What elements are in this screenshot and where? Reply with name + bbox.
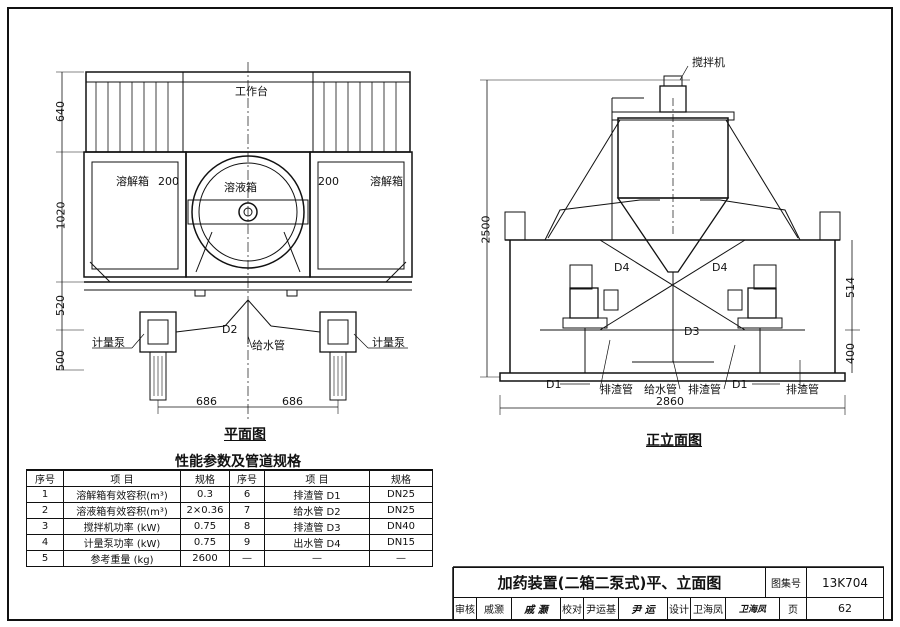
d4-left-label: D4 (614, 261, 630, 274)
dim-500: 500 (54, 350, 67, 371)
cell: 6 (229, 486, 265, 503)
dim-640: 640 (54, 101, 67, 122)
table-row: 5 参考重量 (kg) 2600 — — — (26, 550, 433, 567)
checker-name: 尹运基 (583, 597, 619, 620)
table-row: 1 溶解箱有效容积(m³) 0.3 6 排渣管 D1 DN25 (26, 486, 433, 503)
dissolve-box-right-label: 溶解箱 (370, 175, 403, 188)
cell: DN15 (369, 534, 433, 551)
title-block: 加药装置(二箱二泵式)平、立面图 图集号 13K704 审核 戚灏 戚 灏 校对… (453, 567, 884, 620)
cell: 排渣管 D3 (264, 518, 370, 535)
dim-2500: 2500 (479, 215, 493, 244)
cell: 0.3 (180, 486, 230, 503)
pump-left-label: 计量泵 (92, 336, 125, 349)
col-item-1: 项 目 (63, 469, 181, 487)
dissolve-box-left-label: 溶解箱 (116, 175, 149, 188)
sheet-frame (7, 7, 893, 621)
designer-name: 卫海凤 (690, 597, 726, 620)
elevation-view-linework (480, 65, 860, 415)
table-row: 3 搅拌机功率 (kW) 0.75 8 排渣管 D3 DN40 (26, 518, 433, 535)
dim-686-left: 686 (196, 395, 217, 408)
d1-right-label: D1 (732, 378, 748, 391)
water-pipe-elev-label: 给水管 (644, 383, 677, 396)
table-row: 4 计量泵功率 (kW) 0.75 9 出水管 D4 DN15 (26, 534, 433, 551)
d4-right-label: D4 (712, 261, 728, 274)
cell: DN25 (369, 502, 433, 519)
drawing-title: 加药装置(二箱二泵式)平、立面图 (453, 567, 766, 598)
cell: 8 (229, 518, 265, 535)
spec-table: 序号 项 目 规格 序号 项 目 规格 1 溶解箱有效容积(m³) 0.3 6 … (26, 469, 433, 567)
cell: 溶解箱有效容积(m³) (63, 486, 181, 503)
dim-1020: 1020 (54, 201, 68, 230)
cell: — (264, 550, 370, 567)
cell: 搅拌机功率 (kW) (63, 518, 181, 535)
slag-pipe-right-label: 排渣管 (786, 383, 819, 396)
spec-table-title: 性能参数及管道规格 (175, 454, 301, 470)
cell: 1 (26, 486, 64, 503)
review-label: 审核 (453, 597, 477, 620)
cell: 参考重量 (kg) (63, 550, 181, 567)
plan-view-linework (56, 62, 413, 420)
cell: 2600 (180, 550, 230, 567)
cell: 2 (26, 502, 64, 519)
mixer-label: 搅拌机 (692, 56, 725, 69)
cell: 7 (229, 502, 265, 519)
cell: — (229, 550, 265, 567)
cell: 4 (26, 534, 64, 551)
reviewer-name: 戚灏 (476, 597, 512, 620)
elevation-view-caption: 正立面图 (646, 433, 702, 449)
cell: 溶液箱有效容积(m³) (63, 502, 181, 519)
design-label: 设计 (667, 597, 691, 620)
page-number: 62 (806, 597, 884, 620)
spec-table-header: 序号 项 目 规格 序号 项 目 规格 (26, 469, 433, 487)
d3-label: D3 (684, 325, 700, 338)
pump-right-label: 计量泵 (372, 336, 405, 349)
cell: 3 (26, 518, 64, 535)
cell: 计量泵功率 (kW) (63, 534, 181, 551)
d1-left-label: D1 (546, 378, 562, 391)
water-pipe-label: 给水管 (252, 339, 285, 352)
cell: 排渣管 D1 (264, 486, 370, 503)
atlas-number: 13K704 (806, 567, 884, 598)
cell: — (369, 550, 433, 567)
col-spec-2: 规格 (369, 469, 433, 487)
solution-box-label: 溶液箱 (224, 181, 257, 194)
cell: 0.75 (180, 534, 230, 551)
checker-signature: 尹 运 (618, 597, 668, 620)
designer-signature: 卫海凤 (725, 597, 780, 620)
cell: DN40 (369, 518, 433, 535)
cell: 出水管 D4 (264, 534, 370, 551)
atlas-label: 图集号 (765, 567, 807, 598)
col-spec-1: 规格 (180, 469, 230, 487)
col-no-1: 序号 (26, 469, 64, 487)
cell: 5 (26, 550, 64, 567)
cell: 给水管 D2 (264, 502, 370, 519)
dim-520: 520 (54, 295, 67, 316)
check-label: 校对 (560, 597, 584, 620)
workbench-label: 工作台 (235, 85, 268, 98)
dim-2860: 2860 (656, 395, 684, 408)
table-row: 2 溶液箱有效容积(m³) 2×0.36 7 给水管 D2 DN25 (26, 502, 433, 519)
dim-686-right: 686 (282, 395, 303, 408)
dim-200-right: 200 (318, 175, 339, 188)
cell: 2×0.36 (180, 502, 230, 519)
plan-view-caption: 平面图 (224, 427, 266, 443)
dim-400: 400 (844, 343, 857, 364)
cell: 9 (229, 534, 265, 551)
dim-514: 514 (844, 277, 857, 298)
d2-label: D2 (222, 323, 238, 336)
page-label: 页 (779, 597, 807, 620)
dim-200-left: 200 (158, 175, 179, 188)
col-item-2: 项 目 (264, 469, 370, 487)
cell: 0.75 (180, 518, 230, 535)
col-no-2: 序号 (229, 469, 265, 487)
cell: DN25 (369, 486, 433, 503)
reviewer-signature: 戚 灏 (511, 597, 561, 620)
slag-pipe-left-label: 排渣管 (600, 383, 633, 396)
slag-pipe-mid-label: 排渣管 (688, 383, 721, 396)
